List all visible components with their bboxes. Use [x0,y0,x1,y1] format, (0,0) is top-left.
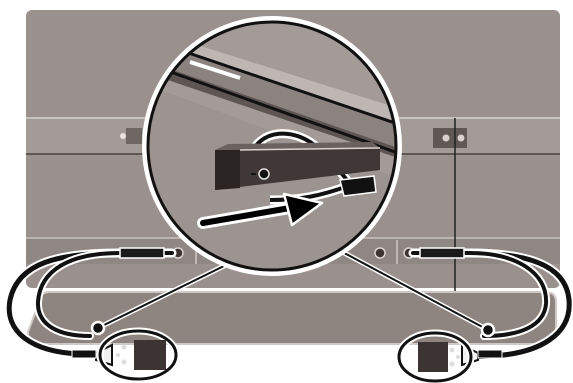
bottom-tray [28,292,556,344]
bracket-right [433,128,467,148]
